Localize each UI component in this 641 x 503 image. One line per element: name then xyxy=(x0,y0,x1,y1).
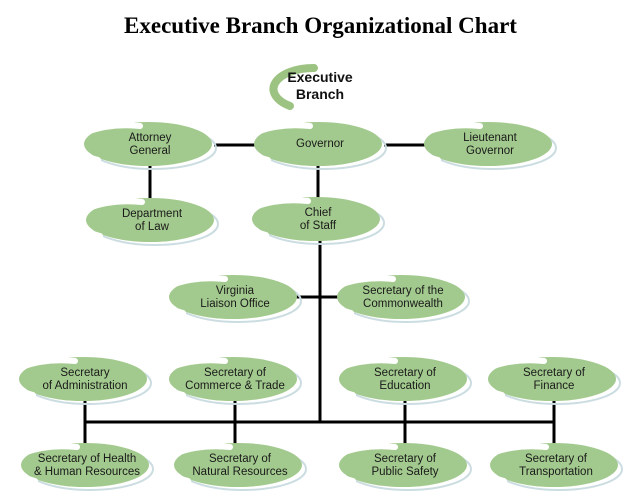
node-label-line: of Law xyxy=(135,221,169,233)
oval-shape xyxy=(337,357,472,405)
node-label: Department of Law xyxy=(84,196,220,246)
node-label-line: Education xyxy=(379,380,431,392)
node-label-line: of Staff xyxy=(299,220,337,232)
node-label-line: Public Safety xyxy=(371,466,439,478)
node-label: Secretary of Finance xyxy=(486,355,622,405)
node-label-line: Secretary of xyxy=(523,366,585,379)
node-label-line: Branch xyxy=(295,86,345,102)
node-secretary-of-education: Secretary of Education xyxy=(337,355,473,405)
node-label-line: Governor xyxy=(466,145,514,157)
oval-shape xyxy=(172,443,307,491)
node-label-line: Secretary of the xyxy=(362,284,444,297)
node-secretary-of-health-human-resources: Secretary of Health & Human Resources xyxy=(19,441,155,491)
node-label-line: Secretary of xyxy=(374,452,436,465)
node-label: Virginia Liaison Office xyxy=(167,273,303,323)
oval-shape xyxy=(337,443,472,491)
node-label-line: Chief xyxy=(304,206,332,219)
node-secretary-of-natural-resources: Secretary of Natural Resources xyxy=(172,441,308,491)
node-secretary-of-public-safety: Secretary of Public Safety xyxy=(337,441,473,491)
node-label-line: Department xyxy=(121,207,183,220)
oval-shape xyxy=(252,122,387,170)
oval-shape xyxy=(250,197,385,245)
oval-shape xyxy=(422,122,557,170)
node-label-line: & Human Resources xyxy=(33,466,141,478)
node-label-line: Secretary of xyxy=(209,452,271,465)
node-label-line: Secretary xyxy=(60,366,110,379)
node-virginia-liaison-office: Virginia Liaison Office xyxy=(167,273,303,323)
oval-shape xyxy=(167,275,302,323)
node-secretary-of-finance: Secretary of Finance xyxy=(486,355,622,405)
node-label-line: General xyxy=(129,145,171,157)
node-label-line: Transportation xyxy=(519,466,593,478)
node-label-line: Lieutenant xyxy=(463,131,517,144)
node-secretary-of-transportation: Secretary of Transportation xyxy=(488,441,624,491)
node-label: Secretary of Health & Human Resources xyxy=(19,441,155,491)
node-label: Secretary of Transportation xyxy=(488,441,624,491)
node-department-of-law: Department of Law xyxy=(84,196,220,246)
node-label-line: Secretary of xyxy=(525,452,587,465)
node-label: Secretary of Natural Resources xyxy=(172,441,308,491)
node-secretary-of-the-commonwealth: Secretary of the Commonwealth xyxy=(335,273,471,323)
node-label: Secretary of the Commonwealth xyxy=(335,273,471,323)
node-label: Attorney General xyxy=(82,120,218,170)
node-label: Secretary of Commerce & Trade xyxy=(167,355,303,405)
oval-shape xyxy=(84,198,219,246)
node-label: Executive Branch xyxy=(250,60,390,112)
node-label: Secretary of Public Safety xyxy=(337,441,473,491)
oval-shape xyxy=(19,443,154,491)
node-label-line: Governor xyxy=(296,138,344,151)
node-label: Secretary of Administration xyxy=(17,355,153,405)
node-label-line: Executive xyxy=(287,69,353,85)
oval-shape xyxy=(486,357,621,405)
node-governor: Governor xyxy=(252,120,388,170)
node-lieutenant-governor: Lieutenant Governor xyxy=(422,120,558,170)
node-chief-of-staff: Chief of Staff xyxy=(250,195,386,245)
node-label: Chief of Staff xyxy=(250,195,386,245)
node-label-line: Virginia xyxy=(215,284,255,297)
oval-shape xyxy=(167,357,302,405)
crescent-icon xyxy=(269,63,318,110)
oval-shape xyxy=(335,275,470,323)
node-label-line: Secretary of xyxy=(204,366,266,379)
node-label-line: Attorney xyxy=(128,131,172,144)
oval-shape xyxy=(488,443,623,491)
node-secretary-of-administration: Secretary of Administration xyxy=(17,355,153,405)
node-secretary-of-commerce-trade: Secretary of Commerce & Trade xyxy=(167,355,303,405)
node-label-line: Secretary of Health xyxy=(37,452,137,465)
node-label-line: Natural Resources xyxy=(192,466,288,478)
node-label: Lieutenant Governor xyxy=(422,120,558,170)
oval-shape xyxy=(82,122,217,170)
node-label-line: Finance xyxy=(533,380,575,392)
node-label-line: of Administration xyxy=(42,380,128,392)
oval-shape xyxy=(17,357,152,405)
node-attorney-general: Attorney General xyxy=(82,120,218,170)
page-title: Executive Branch Organizational Chart xyxy=(124,13,517,38)
node-label-line: Commonwealth xyxy=(363,298,443,310)
node-label-line: Secretary of xyxy=(374,366,436,379)
node-label-line: Liaison Office xyxy=(200,298,270,310)
node-executive-branch: Executive Branch xyxy=(250,60,390,112)
node-label-line: Commerce & Trade xyxy=(185,380,285,392)
node-label: Governor xyxy=(252,120,388,170)
node-label: Secretary of Education xyxy=(337,355,473,405)
